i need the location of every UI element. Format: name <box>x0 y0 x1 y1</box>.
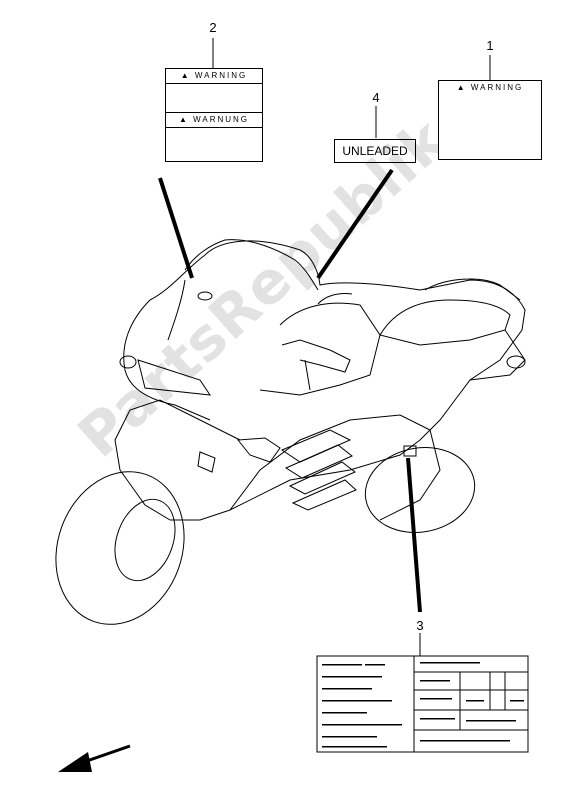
side-vents <box>280 429 357 511</box>
warning-triangle-icon: ▲ <box>178 115 189 124</box>
warning-triangle-icon: ▲ <box>180 71 191 80</box>
callout-1: 1 <box>486 38 494 53</box>
front-wheel <box>55 471 185 625</box>
leader-line-3 <box>406 457 422 613</box>
leader-line-1 <box>316 168 394 280</box>
seat <box>379 299 511 346</box>
label-3-graphic <box>316 655 529 753</box>
warning-triangle-icon: ▲ <box>456 83 467 92</box>
callout-4: 4 <box>372 90 380 105</box>
label-2-title-bottom: ▲ WARNUNG <box>166 112 262 128</box>
callout-3: 3 <box>416 618 424 633</box>
label-1-title: ▲ WARNING <box>456 83 524 92</box>
fairing-outline <box>170 240 526 521</box>
rear-wheel <box>364 447 476 533</box>
headlight <box>137 359 212 396</box>
label-1-warning: ▲ WARNING <box>438 80 542 160</box>
callout-2: 2 <box>209 20 217 35</box>
label-2-title-top: ▲ WARNING <box>166 69 262 84</box>
leader-line-2 <box>158 177 194 279</box>
label-4-unleaded: UNLEADED <box>334 139 416 163</box>
direction-arrow-icon <box>58 744 131 772</box>
label-2-warning-dual: ▲ WARNING ▲ WARNUNG <box>165 68 263 162</box>
